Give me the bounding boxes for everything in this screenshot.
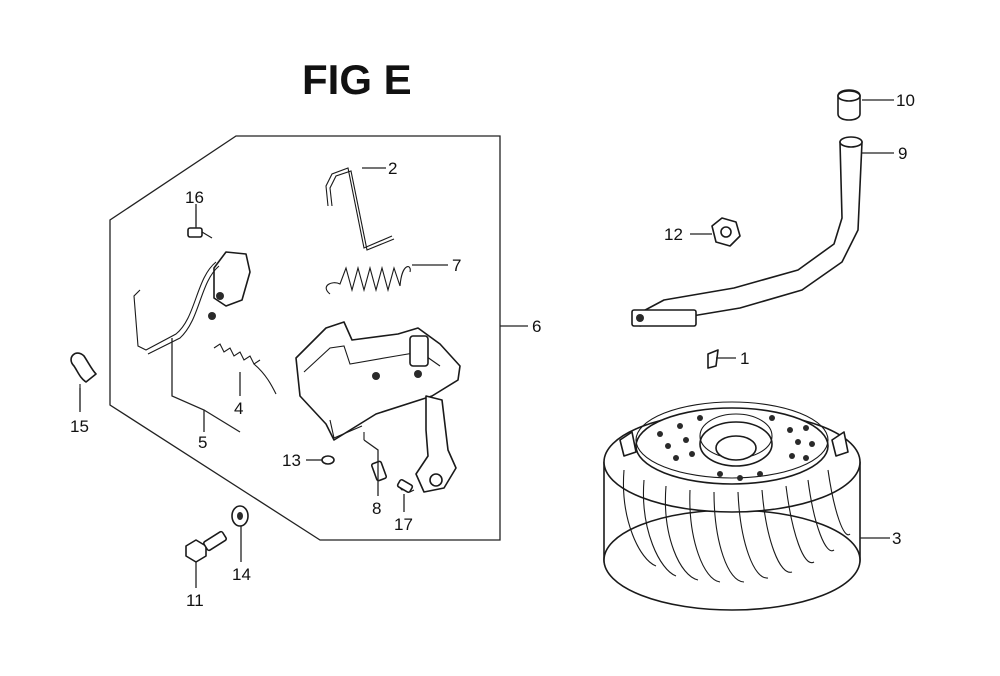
callout-3: 3	[892, 529, 901, 548]
callout-13: 13	[282, 451, 301, 470]
spring-7	[325, 265, 411, 295]
callout-5: 5	[198, 433, 207, 452]
nut-13	[321, 455, 335, 465]
key-1	[707, 349, 719, 369]
governor-bracket	[295, 321, 461, 493]
callout-15: 15	[70, 417, 89, 436]
callout-6: 6	[532, 317, 541, 336]
callout-12: 12	[664, 225, 683, 244]
coil-arm-9	[631, 136, 863, 327]
clip-15	[70, 352, 97, 410]
governor-rod-5	[133, 251, 251, 355]
callout-14: 14	[232, 565, 251, 584]
callout-17: 17	[394, 515, 413, 534]
nut-12	[711, 217, 741, 247]
callout-10: 10	[896, 91, 915, 110]
callout-11: 11	[186, 591, 204, 610]
callout-labels: 10 9 12 1 3 6 2 7 16 4 5 15 13 8 17 11 1…	[70, 91, 915, 610]
callout-9: 9	[898, 144, 907, 163]
callout-16: 16	[185, 188, 204, 207]
callout-8: 8	[372, 499, 381, 518]
callout-7: 7	[452, 256, 461, 275]
leader-lines	[79, 99, 894, 588]
cap-10	[837, 89, 861, 121]
pin-8	[370, 460, 388, 482]
bolt-11	[185, 530, 228, 563]
flywheel-3	[603, 401, 861, 611]
callout-4: 4	[234, 399, 243, 418]
spring-4	[213, 343, 277, 395]
assembly-outline	[109, 135, 501, 541]
callout-1: 1	[740, 349, 749, 368]
screw-16	[187, 210, 213, 239]
figure-title: FIG E	[302, 56, 412, 103]
rod-2	[325, 167, 395, 251]
screw-17	[396, 478, 415, 494]
callout-2: 2	[388, 159, 397, 178]
washer-14	[231, 505, 249, 527]
